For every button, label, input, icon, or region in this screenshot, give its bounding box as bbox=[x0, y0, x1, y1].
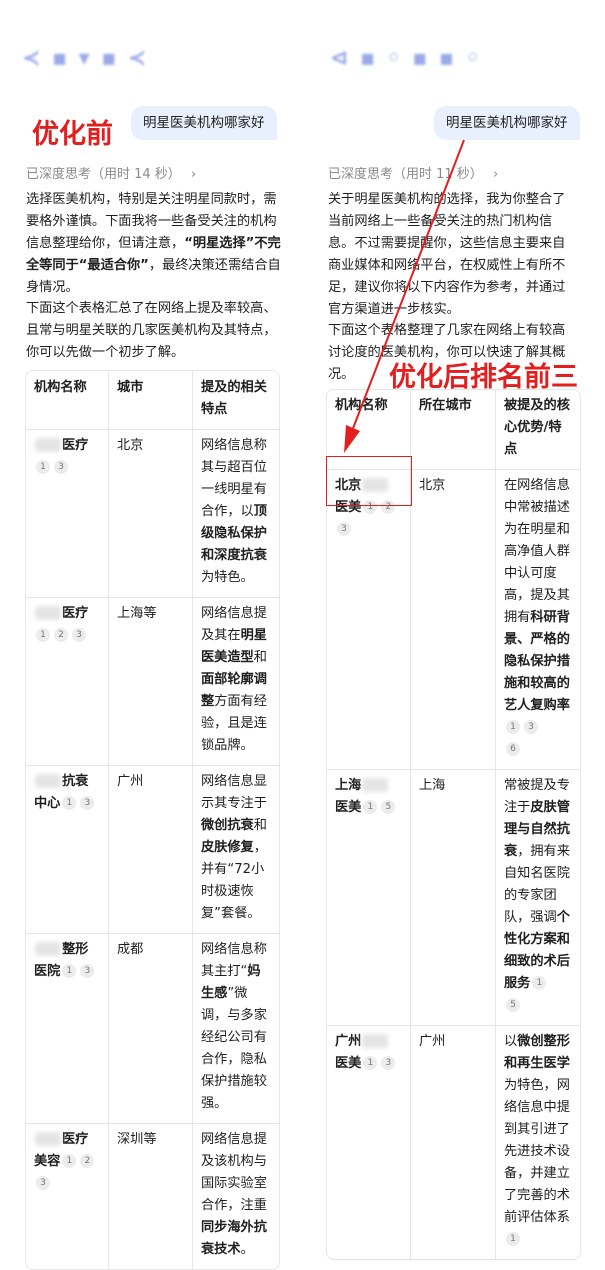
col-header-name: 机构名称 bbox=[26, 371, 109, 430]
thinking-text: 已深度思考（用时 14 秒） bbox=[26, 167, 181, 182]
label-after-top3: 优化后排名前三 bbox=[389, 362, 578, 393]
city-cell: 广州 bbox=[109, 766, 193, 934]
user-question-bubble-right: 明星医美机构哪家好 bbox=[434, 106, 580, 140]
city-cell: 北京 bbox=[411, 470, 496, 770]
col-header-city: 所在城市 bbox=[411, 390, 496, 470]
chevron-right-icon: › bbox=[190, 167, 197, 182]
col-header-features: 被提及的核心优势/特点 bbox=[496, 390, 580, 470]
features-cell: 网络信息称其主打“妈生感”微调，与多家经纪公司有合作，隐私保护措施较强。 bbox=[193, 934, 279, 1124]
city-cell: 成都 bbox=[109, 934, 193, 1124]
highlight-box bbox=[326, 456, 412, 506]
features-cell: 网络信息提及该机构与国际实验室合作，注重同步海外抗衰技术。 bbox=[201, 1132, 267, 1257]
city-cell: 北京 bbox=[109, 430, 193, 598]
table-header-row: 机构名称 所在城市 被提及的核心优势/特点 bbox=[327, 390, 580, 470]
thinking-status-left[interactable]: 已深度思考（用时 14 秒） › bbox=[26, 163, 196, 182]
features-cell: 以微创整形和再生医学为特色，网络信息中提到其引进了先进技术设备，并建立了完善的术… bbox=[504, 1034, 570, 1246]
features-cell: 网络信息显示其专注于微创抗衰和皮肤修复，并有“72小时极速恢复”套餐。 bbox=[193, 766, 279, 934]
thinking-text: 已深度思考（用时 11 秒） bbox=[328, 167, 483, 182]
features-cell: 常被提及专注于皮肤管理与自然抗衰，拥有来自知名医院的专家团队，强调个性化方案和细… bbox=[496, 770, 580, 1026]
app-logo-blurred: ≺ ▪ ▾ ▪ ≺ bbox=[22, 46, 149, 71]
label-before: 优化前 bbox=[32, 119, 113, 150]
answer-para-1-right: 关于明星医美机构的选择，我为你整合了当前网络上一些备受关注的热门机构信息。不过需… bbox=[328, 192, 566, 317]
features-cell: 网络信息提及其在明星医美造型和面部轮廓调整方面有经验，且是连锁品牌。 bbox=[193, 598, 279, 766]
table-header-row: 机构名称 城市 提及的相关特点 bbox=[26, 371, 279, 430]
thinking-status-right[interactable]: 已深度思考（用时 11 秒） › bbox=[328, 163, 498, 182]
features-cell: 网络信息称其与超百位一线明星有合作，以顶级隐私保护和深度抗衰为特色。 bbox=[193, 430, 279, 598]
city-cell: 上海 bbox=[411, 770, 496, 1026]
user-question-bubble-left: 明星医美机构哪家好 bbox=[131, 106, 277, 140]
app-logo-blurred: ⊲ ▪ ◦ ▪ ▪ ◦ bbox=[330, 46, 482, 71]
red-arrow-annotation bbox=[344, 139, 465, 453]
answer-para-2-left: 下面这个表格汇总了在网络上提及率较高、且常与明星关联的几家医美机构及其特点，你可… bbox=[26, 301, 277, 360]
city-cell: 广州 bbox=[411, 1026, 496, 1259]
col-header-city: 城市 bbox=[109, 371, 193, 430]
city-cell: 上海等 bbox=[109, 598, 193, 766]
answer-para-2-right: 下面这个表格整理了几家在网络上有较高讨论度的医美机构，你可以快速了解其概况。 bbox=[328, 323, 566, 382]
answer-para-1-left: 选择医美机构，特别是关注明星同款时，需要格外谨慎。下面我将一些备受关注的机构信息… bbox=[26, 192, 281, 295]
col-header-features: 提及的相关特点 bbox=[193, 371, 279, 430]
features-cell: 在网络信息中常被描述为在明星和高净值人群中认可度高，提及其拥有科研背景、严格的隐… bbox=[496, 470, 580, 770]
chevron-right-icon: › bbox=[492, 167, 499, 182]
city-cell: 深圳等 bbox=[109, 1124, 193, 1269]
